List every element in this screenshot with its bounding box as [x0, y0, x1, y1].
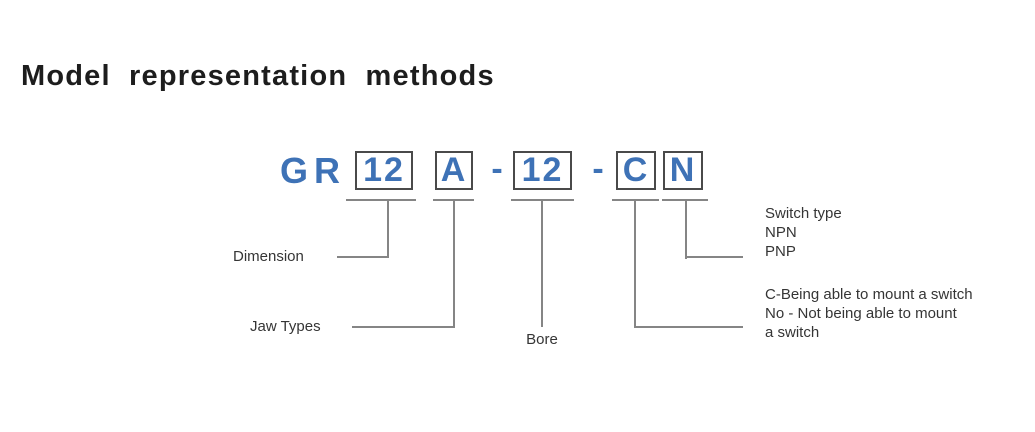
label-switch-mount-line1: C-Being able to mount a switch	[765, 286, 973, 303]
label-bore: Bore	[526, 331, 558, 348]
label-switch-mount-line3: a switch	[765, 324, 820, 341]
vline-jaw-type	[453, 199, 455, 328]
label-jaw-types: Jaw Types	[250, 318, 321, 335]
model-code-box-bore: 12	[513, 151, 572, 190]
label-switch-type-npn: NPN	[765, 224, 797, 241]
label-switch-type-block: Switch type NPN PNP	[765, 204, 842, 261]
rail-dimension	[337, 256, 389, 258]
label-switch-mount-line2: No - Not being able to mount	[765, 305, 957, 322]
label-dimension: Dimension	[233, 248, 304, 265]
tbar-dimension	[346, 199, 416, 201]
label-switch-type-title: Switch type	[765, 205, 842, 222]
model-code-box-jaw-type: A	[435, 151, 473, 190]
rail-switch-mount	[634, 326, 743, 328]
vline-bore	[541, 199, 543, 327]
model-code-box-switch-mount: C	[616, 151, 656, 190]
model-code-dash-1: -	[491, 150, 503, 188]
label-switch-type-pnp: PNP	[765, 243, 796, 260]
model-code-dash-2: -	[592, 150, 604, 188]
model-code-box-switch-type: N	[663, 151, 703, 190]
model-code-prefix: GR	[280, 150, 346, 191]
label-switch-mount-block: C-Being able to mount a switch No - Not …	[765, 285, 973, 342]
rail-jaw-type	[352, 326, 455, 328]
vline-switch-type	[685, 199, 687, 259]
page-title: Model representation methods	[21, 60, 495, 92]
model-code-box-dimension: 12	[355, 151, 413, 190]
vline-switch-mount	[634, 199, 636, 328]
vline-dimension	[387, 199, 389, 258]
rail-switch-type	[685, 256, 743, 258]
